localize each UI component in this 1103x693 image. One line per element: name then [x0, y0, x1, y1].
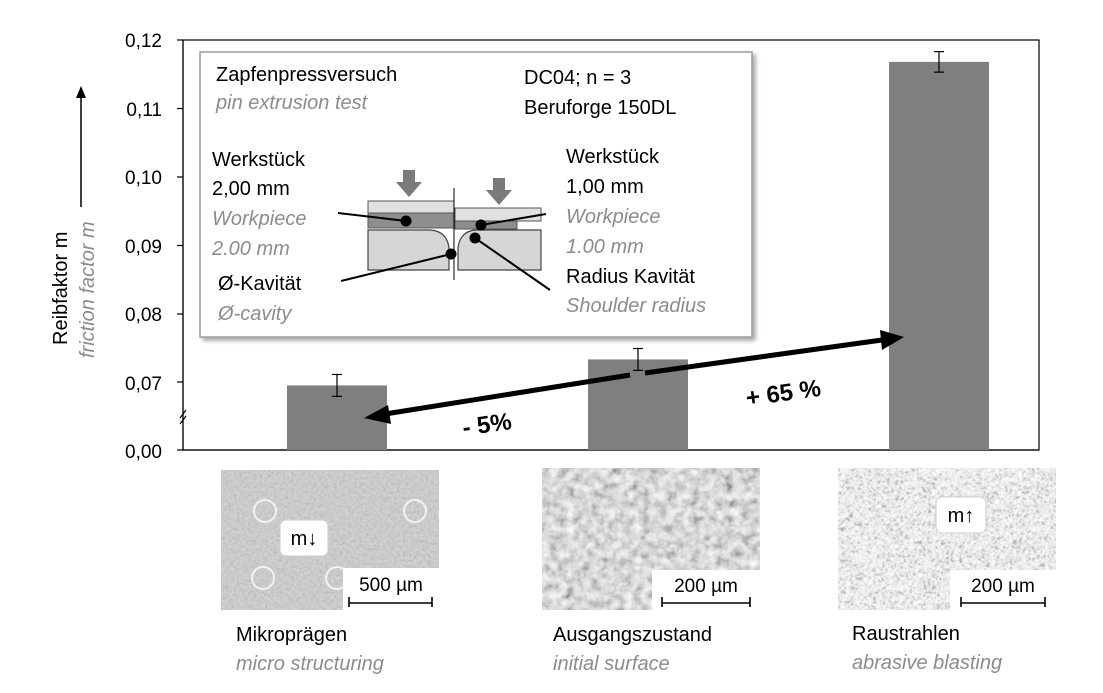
micrograph-1: m↓ 500 µm [221, 470, 439, 610]
inset-machine: Beruforge 150DL [524, 97, 676, 119]
scale-bar-2: 200 µm [652, 570, 760, 610]
workpiece-right-thickness-de: 1,00 mm [566, 176, 644, 198]
svg-text:200 µm: 200 µm [971, 576, 1035, 597]
punch-arrow-right-icon [486, 178, 512, 205]
svg-text:500 µm: 500 µm [359, 575, 423, 596]
inset-title: Zapfenpressversuch [216, 64, 397, 86]
workpiece-left-thickness-en: 2.00 mm [211, 238, 290, 260]
workpiece-left-en: Workpiece [212, 208, 306, 230]
error-bar [934, 51, 944, 73]
y-axis-title-secondary: friction factor m [77, 221, 99, 358]
trend-arrow-right [644, 337, 883, 376]
error-bar [633, 347, 643, 371]
bar [588, 359, 688, 450]
friction-increase-indicator: m↑ [935, 496, 987, 534]
inset-title-secondary: pin extrusion test [215, 92, 369, 114]
trend-annotations: - 5% + 65 % [364, 330, 904, 442]
cavity-label: Ø-Kavität [218, 273, 302, 295]
bar [889, 61, 989, 450]
workpiece-left-thickness-de: 2,00 mm [212, 178, 290, 200]
category-label: Mikroprägen [236, 624, 347, 646]
svg-text:m↓: m↓ [291, 528, 318, 550]
punch-arrow-left-icon [396, 170, 422, 197]
category-label-secondary: initial surface [553, 653, 670, 675]
scale-bar-3: 200 µm [950, 570, 1056, 610]
category-label: Raustrahlen [852, 623, 960, 645]
y-tick-label: 0,07 [125, 374, 162, 395]
micrograph-3: m↑ 200 µm [838, 468, 1056, 610]
y-tick-label: 0,09 [125, 237, 162, 258]
workpiece-right-shape [454, 207, 542, 222]
microdimple-pattern [251, 499, 427, 590]
y-tick-label: 0,12 [125, 31, 162, 52]
workpiece-right-thickness-en: 1.00 mm [566, 236, 644, 258]
radius-label: Radius Kavität [566, 266, 695, 288]
error-bars [332, 51, 944, 397]
inset-background [199, 51, 753, 338]
change-left-label: - 5% [461, 408, 514, 442]
y-axis [177, 39, 187, 451]
workpiece-left-shape [367, 200, 455, 214]
y-tick-label: 0,10 [125, 168, 162, 189]
y-axis-title-group: Reibfaktor m friction factor m [50, 86, 99, 358]
trend-arrow-left-head [364, 405, 391, 424]
workpiece-right-en: Workpiece [566, 206, 660, 228]
inset-box: Zapfenpressversuch pin extrusion test DC… [199, 51, 753, 338]
category-label-secondary: micro structuring [236, 653, 384, 675]
y-tick-labels: 0,12 0,11 0,10 0,09 0,08 0,07 0,00 [125, 31, 162, 463]
error-bar [332, 373, 342, 397]
scale-bar-1: 500 µm [343, 568, 439, 610]
y-tick-label: 0,11 [126, 100, 162, 121]
y-tick-marks [177, 39, 183, 451]
category-label: Ausgangszustand [553, 624, 712, 646]
radius-label-secondary: Shoulder radius [566, 295, 706, 317]
trend-arrow-right-head [880, 330, 904, 350]
micrograph-2: 200 µm [542, 468, 760, 610]
y-axis-title: Reibfaktor m [50, 232, 72, 345]
svg-text:m↑: m↑ [948, 505, 975, 527]
trend-arrow-left [384, 372, 631, 417]
workpiece-left-de: Werkstück [212, 149, 306, 171]
category-labels: Mikroprägen micro structuring Ausgangszu… [236, 623, 1002, 675]
svg-text:200 µm: 200 µm [674, 576, 738, 597]
tooling-schematic [337, 170, 551, 291]
workpiece-right-de: Werkstück [566, 146, 660, 168]
bar-series [287, 61, 989, 450]
friction-decrease-indicator: m↓ [279, 519, 329, 557]
change-right-label: + 65 % [744, 375, 822, 412]
y-tick-label: 0,08 [125, 305, 162, 326]
inset-material: DC04; n = 3 [524, 67, 631, 89]
cavity-label-secondary: Ø-cavity [217, 303, 292, 325]
category-label-secondary: abrasive blasting [852, 652, 1002, 674]
y-axis-arrow-head [76, 86, 86, 98]
y-tick-label: 0,00 [125, 442, 162, 463]
